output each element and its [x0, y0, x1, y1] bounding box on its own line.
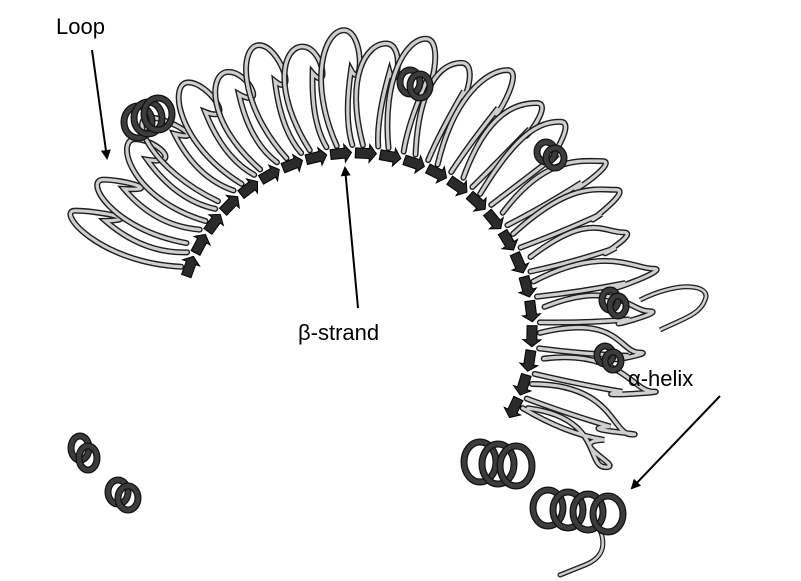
- beta-strand-arrow: [504, 396, 523, 417]
- alpha-helix-label: α-helix: [628, 366, 693, 391]
- beta-strand-arrow: [523, 326, 541, 347]
- beta-strand-arrow: [219, 195, 239, 215]
- beta-strand-arrow: [204, 214, 224, 234]
- beta-strand-arrow: [426, 164, 447, 183]
- beta-strand-arrow: [514, 373, 531, 395]
- alpha-helix-bottom-right-b: [593, 496, 623, 532]
- beta-strand-arrow: [520, 350, 538, 372]
- beta-strand-arrow: [379, 148, 401, 166]
- beta-strand-pointer-arrow: [345, 168, 358, 308]
- c-terminal-tail-outline: [560, 530, 603, 575]
- loop-label: Loop: [56, 14, 105, 39]
- beta-strand-arrow: [523, 300, 541, 321]
- beta-strand-arrow: [403, 155, 425, 173]
- beta-strand-arrow: [182, 256, 200, 277]
- beta-strand-arrow: [510, 252, 528, 273]
- beta-strand-label: β-strand: [298, 320, 379, 345]
- loop-pointer-arrow: [92, 50, 107, 158]
- beta-strand-arrow: [355, 144, 376, 162]
- ribbon-loop: [513, 189, 620, 247]
- beta-strand-arrow: [330, 144, 351, 162]
- beta-strand-arrow: [191, 234, 210, 255]
- alpha-helix-pointer-arrow: [632, 396, 720, 488]
